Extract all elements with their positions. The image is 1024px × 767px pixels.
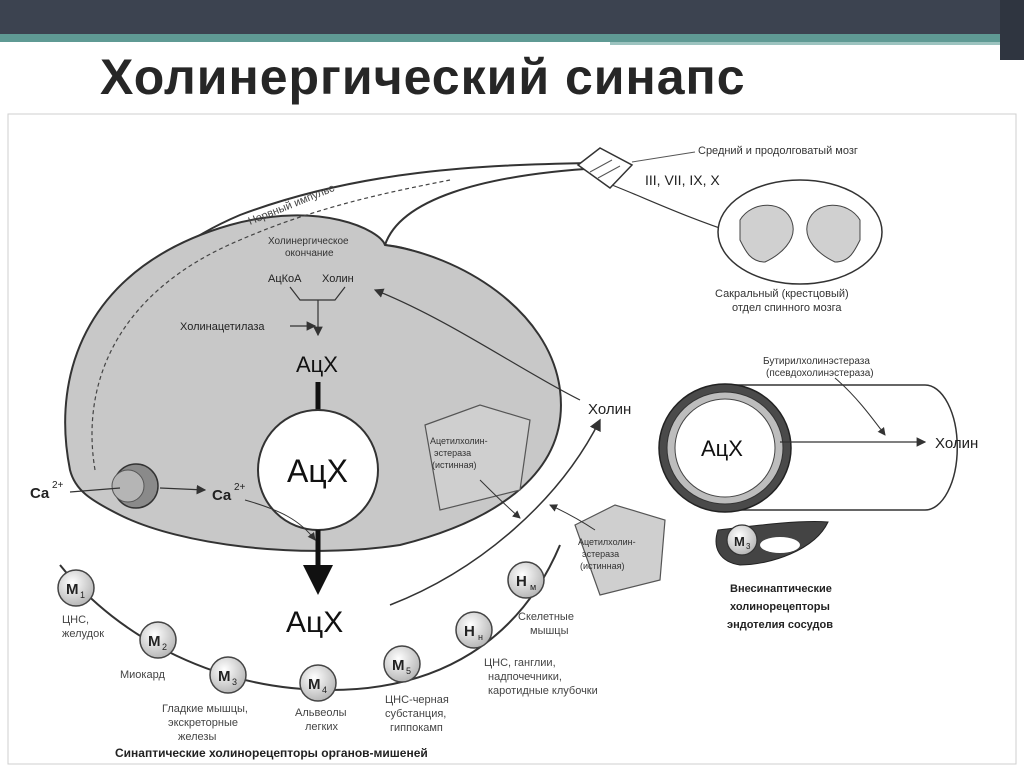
sacral-label-2: отдел спинного мозга xyxy=(732,302,842,314)
accent-stripe-thin xyxy=(610,42,1000,45)
ache2-label-1: Ацетилхолин- xyxy=(578,537,636,547)
ache1-label-2: эстераза xyxy=(434,448,471,458)
receptor-m2-sub: 2 xyxy=(162,642,167,652)
rn-text-3: каротидные клубочки xyxy=(488,685,598,697)
ending-label-1: Холинергическое xyxy=(268,236,349,247)
extrasyn-label-3: эндотелия сосудов xyxy=(727,619,833,631)
receptor-m3: M 3 xyxy=(209,656,247,694)
r3-text-2: экскреторные xyxy=(168,717,238,729)
r5-text-1: ЦНС-черная xyxy=(385,694,449,706)
bottom-caption: Синаптические холинорецепторы органов-ми… xyxy=(115,746,428,760)
receptor-m4: M 4 xyxy=(299,664,337,702)
receptor-m3-vessel xyxy=(726,524,758,556)
r4-text-2: легких xyxy=(305,721,339,733)
m3-vessel-label: M xyxy=(734,534,745,549)
ach-small-label: АцХ xyxy=(296,352,338,377)
receptor-hm-label: H xyxy=(516,573,527,590)
choline-in-label: Холин xyxy=(322,273,354,285)
ca-outside-charge: 2+ xyxy=(52,480,64,491)
receptor-hn-sub: н xyxy=(478,632,483,642)
rm-text-1: Скелетные xyxy=(518,611,574,623)
r5-text-2: субстанция, xyxy=(385,708,446,720)
receptor-hm: H м xyxy=(507,561,545,599)
extrasyn-label-1: Внесинаптические xyxy=(730,583,832,595)
ach-cleft-label: АцХ xyxy=(286,606,343,639)
rn-text-1: ЦНС, ганглии, xyxy=(484,657,556,669)
top-bar xyxy=(0,0,1024,34)
receptor-m5: M 5 xyxy=(383,645,421,683)
sacral-label-1: Сакральный (крестцовый) xyxy=(715,288,849,300)
ca-inside-charge: 2+ xyxy=(234,482,246,493)
receptor-m5-label: M xyxy=(392,657,405,674)
receptors: M 1 M 2 M 3 M 4 M 5 H н H xyxy=(57,561,545,702)
cranial-nerves-label: III, VII, IX, X xyxy=(645,172,720,188)
rm-text-2: мышцы xyxy=(530,625,569,637)
receptor-m1-sub: 1 xyxy=(80,590,85,600)
ache2-label-3: (истинная) xyxy=(580,561,625,571)
receptor-m1-label: M xyxy=(66,581,79,598)
acoa-label: АцКоА xyxy=(268,273,302,285)
choline-reuptake-label: Холин xyxy=(588,401,631,418)
accent-stripe xyxy=(0,34,1000,42)
extrasyn-label-2: холинорецепторы xyxy=(730,601,830,613)
ache-enzyme-2 xyxy=(574,504,666,596)
slide-frame xyxy=(7,113,1017,765)
corner-decoration xyxy=(1000,0,1024,60)
ca-outside-label: Ca xyxy=(30,485,50,502)
r5-text-3: гиппокамп xyxy=(390,722,443,734)
rn-text-2: надпочечники, xyxy=(488,671,562,683)
ache1-label-3: (истинная) xyxy=(432,460,477,470)
receptor-m1: M 1 xyxy=(57,569,95,607)
bche-label-1: Бутирилхолинэстераза xyxy=(763,356,870,367)
receptor-hn: H н xyxy=(455,611,493,649)
receptor-m3-label: M xyxy=(218,668,231,685)
choline-acetylase-label: Холинацетилаза xyxy=(180,321,265,333)
ca-inside-label: Ca xyxy=(212,487,232,504)
receptor-m4-label: M xyxy=(308,676,321,693)
choline-out-label: Холин xyxy=(935,435,978,452)
ach-vessel-label: АцХ xyxy=(701,436,743,461)
ach-vesicle-label: АцХ xyxy=(287,453,348,489)
nerve-source-box xyxy=(576,147,634,189)
slide-title: Холинергический синапс xyxy=(100,49,746,105)
receptor-m5-sub: 5 xyxy=(406,666,411,676)
receptor-m4-sub: 4 xyxy=(322,685,327,695)
r4-text-1: Альвеолы xyxy=(295,707,347,719)
ache1-label-1: Ацетилхолин- xyxy=(430,436,488,446)
r3-text-1: Гладкие мышцы, xyxy=(162,703,248,715)
r1-text-1: ЦНС, xyxy=(62,614,89,626)
ache2-label-2: эстераза xyxy=(582,549,619,559)
r3-text-3: железы xyxy=(178,731,216,743)
receptor-m2-label: M xyxy=(148,633,161,650)
r1-text-2: желудок xyxy=(62,628,104,640)
m3-vessel-sub: 3 xyxy=(746,542,751,551)
r2-text-1: Миокард xyxy=(120,669,165,681)
receptor-hm-sub: м xyxy=(530,582,536,592)
brain-label: Средний и продолговатый мозг xyxy=(698,145,858,157)
blood-vessel xyxy=(658,383,959,513)
receptor-m2: M 2 xyxy=(139,621,177,659)
synapse-diagram: Нервный импульс Холинергическое окончани… xyxy=(7,113,1017,765)
receptor-hn-label: H xyxy=(464,623,475,640)
ache-enzyme-1 xyxy=(424,404,531,511)
bche-label-2: (псевдохолинэстераза) xyxy=(766,368,874,379)
receptor-m3-sub: 3 xyxy=(232,677,237,687)
ending-label-2: окончание xyxy=(285,248,334,259)
